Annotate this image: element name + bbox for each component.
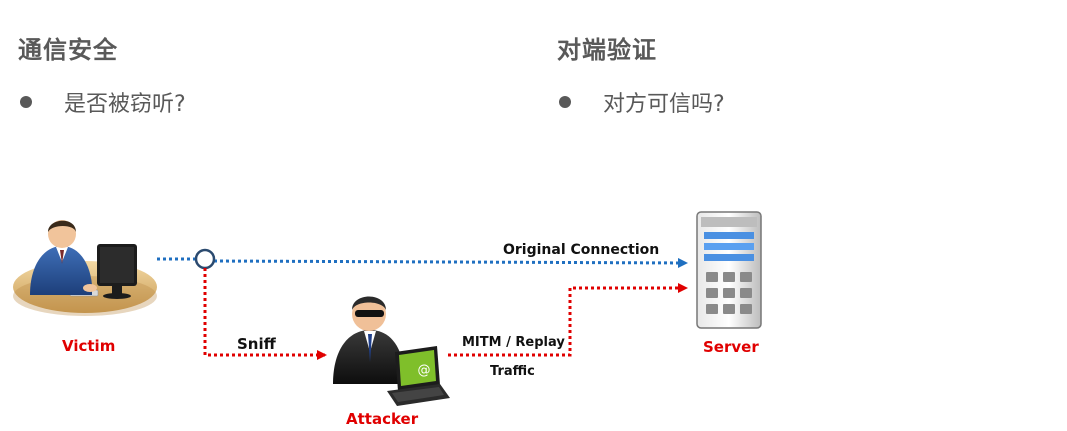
left-heading: 通信安全 (18, 36, 118, 64)
bullet-dot-icon (20, 96, 32, 108)
mitm-arrow (448, 283, 688, 357)
right-bullet-text: 对方可信吗? (603, 92, 725, 117)
original-connection-label: Original Connection (503, 242, 659, 258)
bullet-dot-icon (559, 96, 571, 108)
traffic-label: Traffic (490, 364, 535, 379)
right-bullet: 对方可信吗? (559, 86, 725, 118)
left-bullet-text: 是否被窃听? (64, 92, 186, 117)
mitm-label: MITM / Replay (462, 335, 565, 350)
server-icon (696, 211, 762, 329)
tap-point-node (194, 248, 216, 270)
attacker-screen-symbol: @ (418, 363, 431, 378)
attacker-icon (333, 296, 450, 406)
original-connection-arrow (213, 257, 688, 268)
victim-label: Victim (62, 337, 115, 355)
server-label: Server (703, 338, 759, 356)
attacker-label: Attacker (346, 410, 419, 428)
sniff-label: Sniff (237, 335, 277, 353)
sniff-arrow (203, 268, 327, 360)
left-bullet: 是否被窃听? (20, 86, 186, 118)
right-heading: 对端验证 (557, 36, 657, 64)
victim-icon (13, 220, 157, 316)
